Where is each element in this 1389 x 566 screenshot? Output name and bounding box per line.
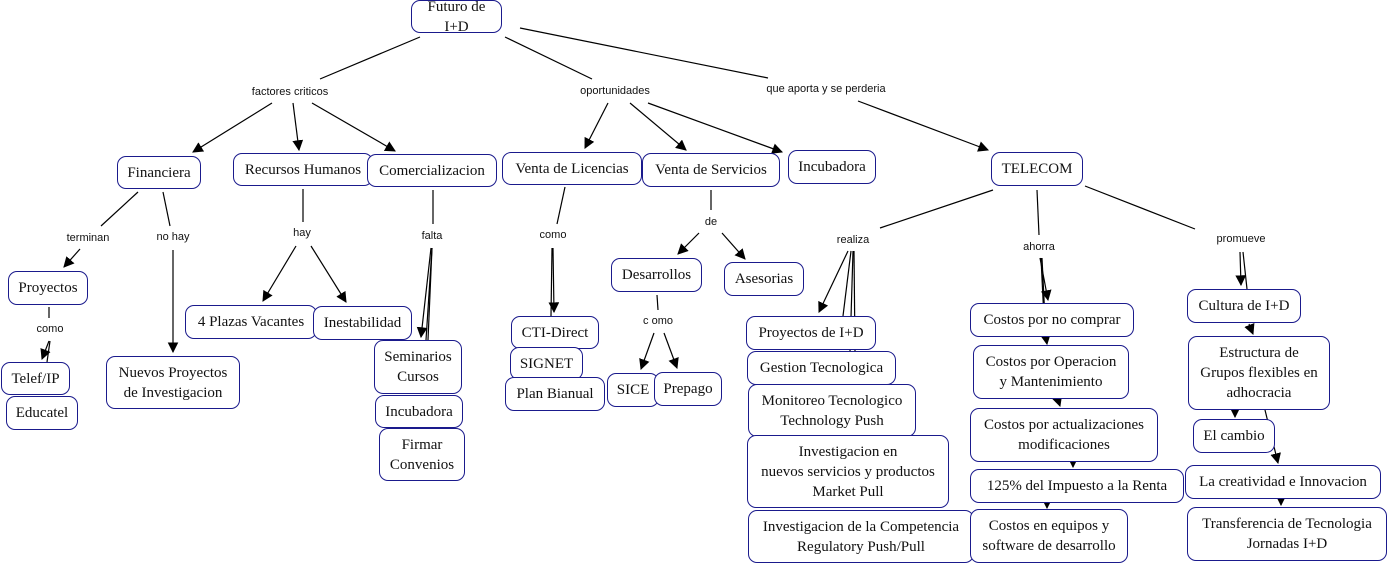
node-recursos-humanos[interactable]: Recursos Humanos (233, 153, 373, 186)
link-label-oportunidades: oportunidades (578, 85, 652, 97)
edge-hay-plazas (262, 245, 297, 302)
node-telecom[interactable]: TELECOM (991, 152, 1083, 186)
node-gestion-tecnologica[interactable]: Gestion Tecnologica (747, 351, 896, 385)
node-asesorias[interactable]: Asesorias (724, 262, 804, 296)
node-firmar-convenios[interactable]: Firmar Convenios (379, 428, 465, 481)
edge-falta-firmar (427, 247, 433, 341)
node-signet[interactable]: SIGNET (510, 347, 583, 380)
node-desarrollos[interactable]: Desarrollos (611, 258, 702, 292)
link-label-ahorra: ahorra (1021, 241, 1057, 253)
link-label-no-hay: no hay (154, 231, 192, 243)
edge-como-cti (548, 247, 560, 314)
node-proyectos-id[interactable]: Proyectos de I+D (746, 316, 876, 350)
edge-como-telef (40, 340, 51, 361)
edge-falta-seminarios (416, 247, 432, 339)
link-label-que-aporta: que aporta y se perderia (764, 83, 888, 95)
node-inestabilidad[interactable]: Inestabilidad (313, 306, 412, 340)
node-impuesto-renta[interactable]: 125% del Impuesto a la Renta (970, 469, 1184, 503)
node-venta-licencias[interactable]: Venta de Licencias (502, 152, 642, 185)
link-label-factores-criticos: factores criticos (249, 86, 331, 98)
edge-realiza-gestion (842, 250, 852, 317)
edge-nocomprar-operacion (1040, 333, 1051, 346)
node-el-cambio[interactable]: El cambio (1193, 419, 1275, 453)
node-comercializacion[interactable]: Comercializacion (367, 154, 497, 187)
edge-factores-rrhh (292, 102, 304, 152)
edge-promueve-estructura (1242, 251, 1248, 290)
edge-desarrollos-como (656, 294, 659, 311)
link-label-terminan: terminan (64, 232, 112, 244)
edge-de-asesorias (721, 232, 746, 260)
node-cti-direct[interactable]: CTI-Direct (511, 316, 599, 349)
node-financiera[interactable]: Financiera (117, 156, 201, 189)
edge-root-aporta (519, 27, 769, 79)
node-incubadora[interactable]: Incubadora (788, 150, 876, 184)
edge-terminan-proyectos (63, 248, 81, 268)
edge-cultura-estructura (1244, 322, 1255, 336)
node-costos-equipos[interactable]: Costos en equipos y software de desarrol… (970, 509, 1128, 563)
node-investigacion-competencia[interactable]: Investigacion de la Competencia Regulato… (748, 510, 974, 563)
edge-como-educatel (46, 340, 51, 363)
link-label-c-omo: c omo (641, 315, 675, 327)
node-creatividad[interactable]: La creatividad e Innovacion (1185, 465, 1381, 499)
node-plazas-vacantes[interactable]: 4 Plazas Vacantes (185, 305, 317, 339)
link-label-falta: falta (419, 230, 445, 242)
node-sice[interactable]: SICE (607, 373, 659, 407)
edge-como-prepago (663, 332, 679, 370)
node-plan-bianual[interactable]: Plan Bianual (505, 377, 605, 411)
edge-promueve-cultura (1235, 251, 1247, 287)
edge-financiera-nohay (162, 191, 171, 227)
link-label-promueve: promueve (1214, 233, 1268, 245)
edge-de-desarrollos (677, 232, 700, 255)
node-prepago[interactable]: Prepago (654, 372, 722, 406)
link-label-realiza: realiza (834, 234, 872, 246)
node-costos-actualizaciones[interactable]: Costos por actualizaciones modificacione… (970, 408, 1158, 462)
node-seminarios-cursos[interactable]: Seminarios Cursos (374, 340, 462, 394)
node-investigacion-nuevos[interactable]: Investigacion en nuevos servicios y prod… (747, 435, 949, 508)
edge-como-signet (550, 247, 553, 317)
edge-root-factores (319, 36, 421, 80)
edge-oportunidades-incubadora (647, 102, 784, 154)
link-label-de: de (702, 216, 720, 228)
edge-telecom-promueve (1084, 185, 1196, 230)
link-label-como-2: como (537, 229, 569, 241)
edge-financiera-terminan (100, 191, 139, 227)
edge-factores-comercializacion (311, 102, 396, 152)
node-educatel[interactable]: Educatel (6, 396, 78, 430)
edge-licencias-como (556, 186, 566, 225)
node-cultura-id[interactable]: Cultura de I+D (1187, 289, 1301, 323)
edge-hay-inestabilidad (310, 245, 347, 303)
link-label-como-1: como (34, 323, 66, 335)
edge-telecom-realiza (879, 189, 994, 229)
edge-factores-financiera (192, 102, 273, 153)
link-label-hay: hay (291, 227, 313, 239)
edge-oportunidades-servicios (629, 102, 687, 151)
edge-aporta-telecom (857, 100, 990, 152)
edge-oportunidades-licencias (584, 102, 609, 149)
node-costos-operacion[interactable]: Costos por Operacion y Mantenimiento (973, 345, 1129, 399)
node-transferencia[interactable]: Transferencia de Tecnologia Jornadas I+D (1187, 507, 1387, 561)
edge-realiza-proyectos (818, 250, 849, 313)
edge-root-oportunidades (504, 36, 593, 80)
node-telef-ip[interactable]: Telef/IP (1, 362, 70, 395)
edge-como-sice (639, 332, 655, 371)
node-costos-no-comprar[interactable]: Costos por no comprar (970, 303, 1134, 337)
node-proyectos[interactable]: Proyectos (8, 271, 88, 305)
node-incubadora-2[interactable]: Incubadora (375, 395, 463, 428)
edge-operacion-actualizaciones (1051, 395, 1063, 408)
node-venta-servicios[interactable]: Venta de Servicios (642, 153, 780, 187)
node-estructura-grupos[interactable]: Estructura de Grupos flexibles en adhocr… (1188, 336, 1330, 410)
node-root[interactable]: Futuro de I+D (411, 0, 502, 35)
node-nuevos-proyectos[interactable]: Nuevos Proyectos de Investigacion (106, 356, 240, 409)
node-monitoreo[interactable]: Monitoreo Tecnologico Technology Push (748, 384, 916, 437)
edge-telecom-ahorra (1036, 189, 1040, 236)
